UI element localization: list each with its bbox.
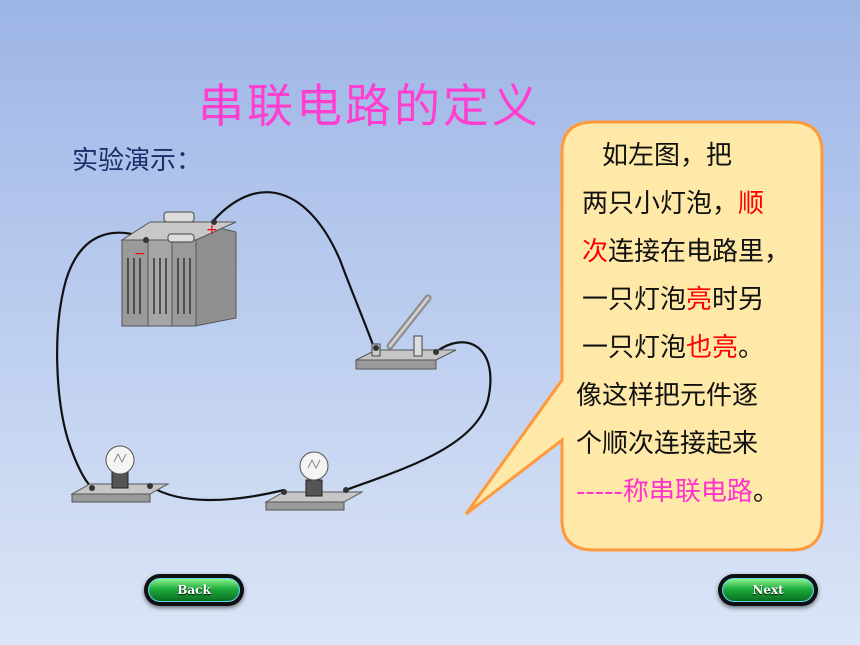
back-button-label: Back	[177, 583, 211, 597]
back-button[interactable]: Back	[144, 574, 244, 606]
wire-switch-to-lamp2	[345, 341, 492, 492]
next-button-label: Next	[752, 583, 784, 597]
lamp-1	[70, 445, 170, 503]
bubble-line-4: 一只灯泡亮时另	[582, 285, 765, 315]
bubble-line-5: 一只灯泡也亮。	[582, 333, 765, 363]
bubble-line-8: -----称串联电路。	[576, 477, 779, 507]
bubble-line-1: 如左图，把	[576, 141, 733, 171]
wire-battery-to-lamp1	[56, 231, 147, 489]
battery: + −	[120, 211, 237, 327]
bubble-line-7: 个顺次连接起来	[576, 429, 759, 459]
battery-plus-label: +	[206, 222, 218, 238]
bubble-line-2: 两只小灯泡，顺	[582, 189, 765, 219]
bubble-line-3: 次连接在电路里，	[582, 237, 791, 267]
slide-title: 串联电路的定义	[198, 79, 541, 133]
switch	[355, 294, 457, 370]
wire-lamp1-to-lamp2	[149, 485, 285, 502]
slide-subtitle: 实验演示：	[72, 146, 203, 176]
bubble-text: 如左图，把 两只小灯泡，顺 次连接在电路里， 一只灯泡亮时另 一只灯泡也亮。 像…	[576, 132, 836, 516]
battery-minus-label: −	[134, 246, 146, 262]
lamp-2	[264, 451, 364, 511]
bubble-line-6: 像这样把元件逐	[576, 381, 759, 411]
wires	[56, 191, 492, 502]
wire-battery-to-switch	[213, 191, 376, 349]
next-button[interactable]: Next	[718, 574, 818, 606]
